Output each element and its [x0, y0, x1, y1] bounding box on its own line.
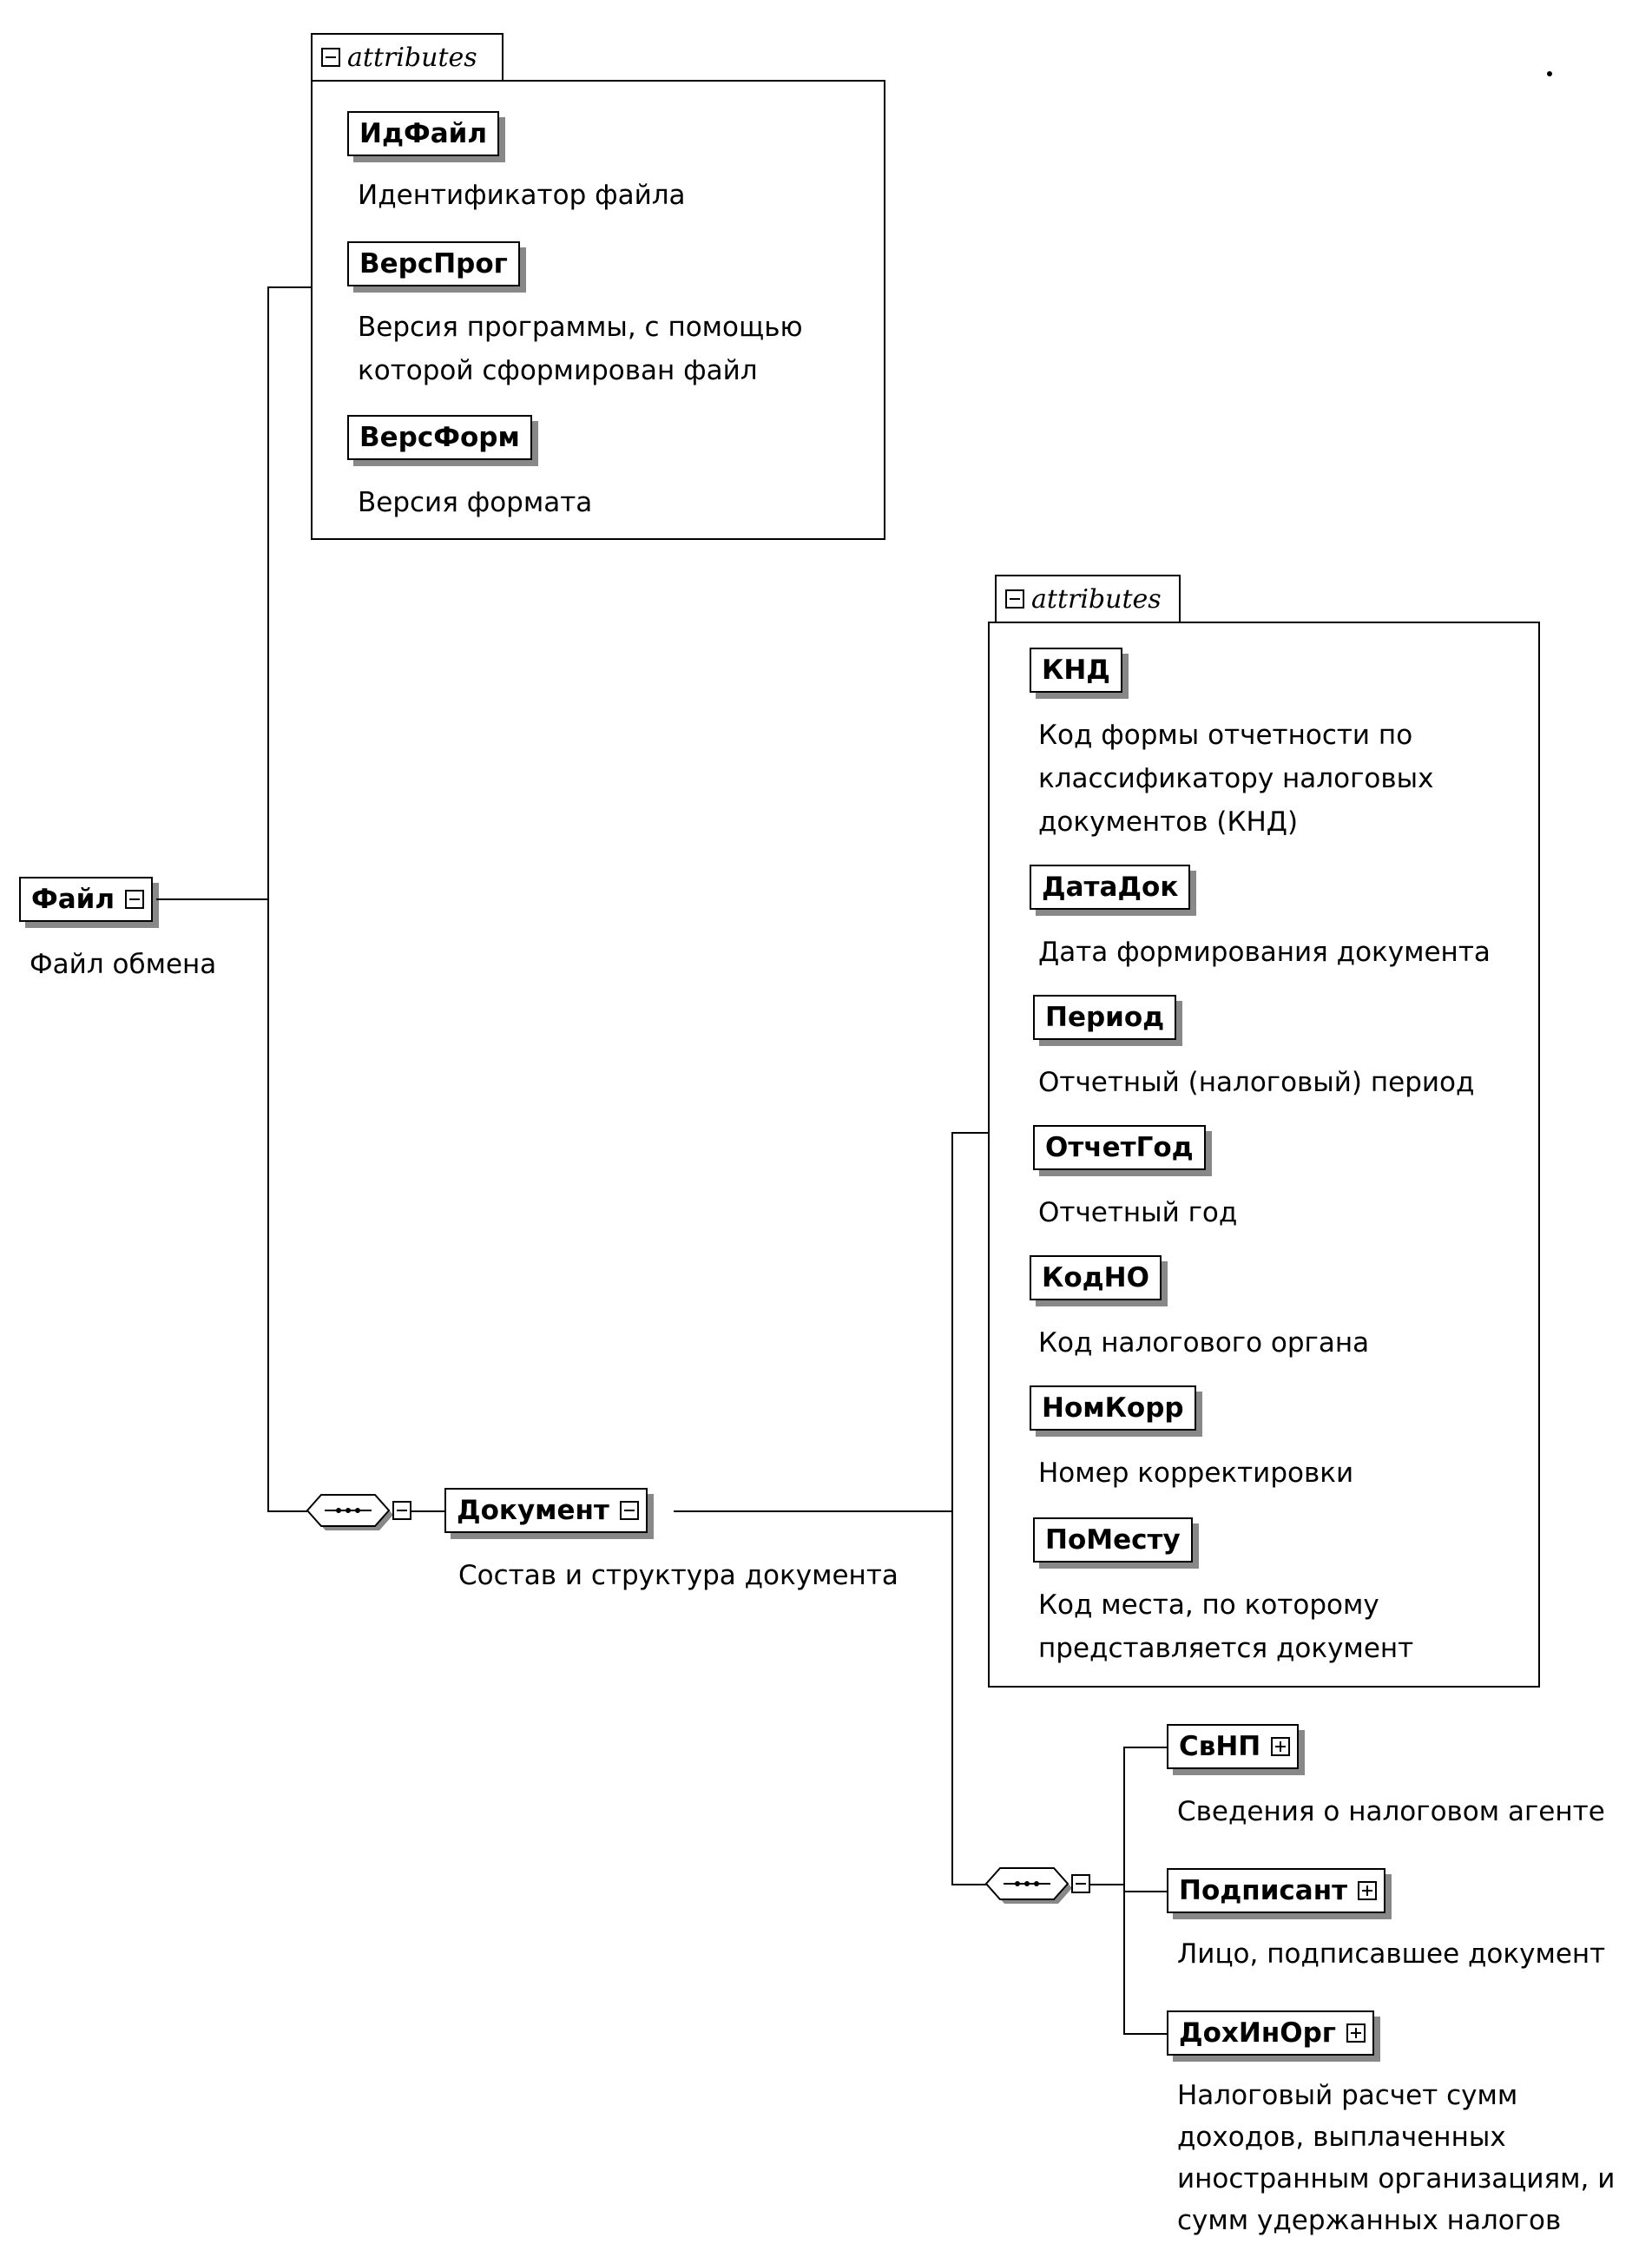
element-svnp-desc: Сведения о налоговом агенте	[1177, 1790, 1605, 1833]
attr-versprog-desc-line: Версия программы, с помощью	[358, 312, 803, 343]
expand-icon[interactable]	[1358, 1881, 1378, 1900]
element-dokhinorg-desc: Налоговый расчет сумм доходов, выплаченн…	[1177, 2075, 1615, 2241]
attr-nomkorr-name: НомКорр	[1042, 1392, 1184, 1424]
attr-versform-desc: Версия формата	[358, 481, 592, 524]
attr-pomestu-desc-line: Код места, по которому	[1038, 1589, 1379, 1621]
attr-knd-desc-line: Код формы отчетности по	[1038, 720, 1413, 751]
attr-idfile-desc: Идентификатор файла	[358, 174, 686, 217]
collapse-icon[interactable]	[1071, 1874, 1090, 1893]
connector	[267, 1510, 307, 1512]
connector	[1123, 1747, 1167, 1748]
attr-period-desc-line: Отчетный (налоговый) период	[1038, 1067, 1475, 1098]
attr-idfile[interactable]: ИдФайл	[347, 111, 500, 156]
attr-pomestu-name: ПоМесту	[1045, 1524, 1181, 1556]
document-attributes-tab[interactable]: attributes	[995, 575, 1181, 622]
collapse-icon[interactable]	[125, 890, 145, 909]
element-podpisant-desc: Лицо, подписавшее документ	[1177, 1932, 1605, 1976]
root-attributes-title: attributes	[347, 42, 477, 73]
attr-kodno-desc-line: Код налогового органа	[1038, 1327, 1370, 1359]
connector	[267, 286, 269, 1510]
connector	[156, 898, 269, 900]
attr-knd[interactable]: КНД	[1030, 648, 1122, 693]
attr-idfile-name: ИдФайл	[359, 118, 488, 149]
attr-idfile-desc-line: Идентификатор файла	[358, 180, 686, 211]
attr-knd-name: КНД	[1042, 655, 1110, 686]
expand-icon[interactable]	[1346, 2023, 1366, 2043]
attr-otchetgod-name: ОтчетГод	[1045, 1132, 1194, 1163]
attr-versform-name: ВерсФорм	[359, 422, 520, 453]
connector	[411, 1510, 444, 1512]
attr-nomkorr-desc: Номер корректировки	[1038, 1451, 1353, 1495]
attr-versform[interactable]: ВерсФорм	[347, 415, 532, 460]
element-dokhinorg-desc-line: иностранным организациям, и	[1177, 2163, 1616, 2194]
attr-versform-desc-line: Версия формата	[358, 487, 593, 518]
connector	[1090, 1884, 1125, 1885]
connector	[267, 286, 313, 288]
expand-icon[interactable]	[1271, 1737, 1291, 1756]
connector	[1123, 2033, 1167, 2035]
attr-otchetgod-desc: Отчетный год	[1038, 1191, 1237, 1234]
connector	[1123, 1891, 1167, 1892]
connector	[951, 1132, 990, 1134]
attr-otchetgod[interactable]: ОтчетГод	[1033, 1125, 1206, 1170]
element-podpisant-name: Подписант	[1179, 1875, 1348, 1906]
element-file-name: Файл	[31, 884, 115, 915]
attr-knd-desc-line: документов (КНД)	[1038, 806, 1299, 838]
collapse-icon[interactable]	[321, 48, 340, 67]
attr-nomkorr-desc-line: Номер корректировки	[1038, 1458, 1354, 1489]
attr-period[interactable]: Период	[1033, 995, 1177, 1040]
root-attributes-box	[311, 80, 885, 540]
attr-pomestu[interactable]: ПоМесту	[1033, 1517, 1193, 1563]
connector	[951, 1132, 953, 1884]
attr-knd-desc: Код формы отчетности по классификатору н…	[1038, 714, 1433, 844]
connector	[674, 1510, 953, 1512]
attr-pomestu-desc: Код места, по которому представляется до…	[1038, 1583, 1413, 1670]
element-dokhinorg[interactable]: ДохИнОрг	[1167, 2010, 1375, 2056]
collapse-icon[interactable]	[1005, 589, 1024, 609]
element-podpisant-desc-line: Лицо, подписавшее документ	[1177, 1938, 1606, 1970]
element-svnp-name: СвНП	[1179, 1731, 1261, 1762]
element-document[interactable]: Документ	[444, 1488, 648, 1533]
root-attributes-tab[interactable]: attributes	[311, 33, 503, 80]
connector	[951, 1884, 986, 1885]
scan-dot	[1547, 71, 1552, 76]
attr-nomkorr[interactable]: НомКорр	[1030, 1385, 1196, 1431]
collapse-icon[interactable]	[619, 1501, 639, 1520]
attr-datadok[interactable]: ДатаДок	[1030, 865, 1191, 910]
element-document-name: Документ	[457, 1495, 609, 1526]
attr-datadok-name: ДатаДок	[1042, 872, 1179, 903]
collapse-icon[interactable]	[392, 1501, 411, 1520]
attr-knd-desc-line: классификатору налоговых	[1038, 763, 1434, 794]
attr-datadok-desc: Дата формирования документа	[1038, 931, 1491, 974]
element-dokhinorg-desc-line: сумм удержанных налогов	[1177, 2205, 1562, 2236]
element-file-desc: Файл обмена	[30, 949, 217, 980]
element-dokhinorg-desc-line: Налоговый расчет сумм	[1177, 2080, 1518, 2111]
attr-versprog-desc-line: которой сформирован файл	[358, 355, 758, 386]
attr-versprog[interactable]: ВерсПрог	[347, 241, 520, 286]
attr-versprog-name: ВерсПрог	[359, 248, 508, 280]
sequence-compositor[interactable]	[984, 1861, 1080, 1906]
attr-pomestu-desc-line: представляется документ	[1038, 1633, 1414, 1664]
attr-versprog-desc: Версия программы, с помощью которой сфор…	[358, 306, 803, 392]
element-document-desc: Состав и структура документа	[458, 1560, 898, 1591]
element-podpisant[interactable]: Подписант	[1167, 1868, 1386, 1913]
document-attributes-title: attributes	[1031, 583, 1162, 615]
attr-period-desc: Отчетный (налоговый) период	[1038, 1061, 1474, 1104]
element-svnp[interactable]: СвНП	[1167, 1724, 1300, 1769]
attr-datadok-desc-line: Дата формирования документа	[1038, 937, 1491, 968]
element-dokhinorg-desc-line: доходов, выплаченных	[1177, 2122, 1506, 2153]
element-svnp-desc-line: Сведения о налоговом агенте	[1177, 1796, 1605, 1827]
sequence-compositor[interactable]	[306, 1488, 401, 1533]
attr-kodno-name: КодНО	[1042, 1262, 1149, 1293]
attr-otchetgod-desc-line: Отчетный год	[1038, 1197, 1238, 1228]
attr-period-name: Период	[1045, 1002, 1165, 1033]
attr-kodno-desc: Код налогового органа	[1038, 1321, 1369, 1365]
element-file[interactable]: Файл	[19, 877, 154, 922]
element-dokhinorg-name: ДохИнОрг	[1179, 2017, 1337, 2049]
attr-kodno[interactable]: КодНО	[1030, 1255, 1162, 1300]
